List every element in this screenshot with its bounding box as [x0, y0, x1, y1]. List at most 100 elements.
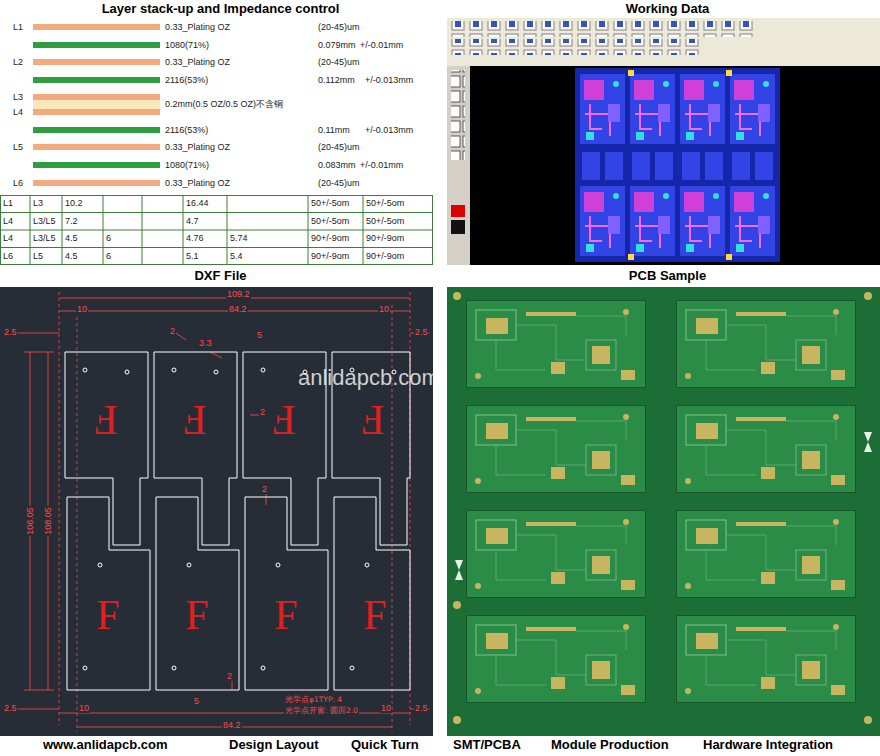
fiducial [864, 716, 872, 724]
table-text: +/-0.013mm [365, 125, 413, 135]
dimension-label: 10 [78, 703, 90, 713]
board-image [580, 74, 625, 144]
note-text: 光学点φ1TYP: 4 [284, 696, 343, 705]
table-text: 90+/-9om [311, 233, 349, 243]
dimension-label: 5 [256, 330, 263, 340]
table-text: 4.76 [186, 233, 204, 243]
dimension-label: 2.5 [3, 327, 18, 337]
hole [83, 666, 87, 670]
table-text: 5.74 [230, 233, 248, 243]
table-text: 0.079mm [318, 40, 356, 50]
hole [172, 368, 176, 372]
copper-layer [33, 180, 160, 186]
side-icons [451, 70, 465, 160]
pcb-board [467, 616, 646, 703]
hole [350, 666, 354, 670]
table-text: 90+/-9om [366, 251, 404, 261]
dimension-label: 109.2 [226, 289, 251, 299]
dimension-lines [5, 292, 430, 732]
dimension-label: 84.2 [222, 720, 242, 730]
dimension-line [5, 298, 430, 727]
panel-frame [575, 68, 780, 262]
fiducial [453, 292, 461, 300]
side-toolbar [447, 66, 470, 265]
hole [125, 370, 129, 374]
dimension-label: 2.5 [414, 703, 429, 713]
table-text: 0.33_Plating OZ [165, 142, 230, 152]
table-text: 4.5 [65, 233, 78, 243]
board-image [630, 74, 675, 144]
hole [276, 563, 280, 567]
extension-line [59, 292, 410, 732]
dimension-label: 2 [169, 326, 176, 336]
table-text: 1080(71%) [165, 40, 209, 50]
board-outline [156, 497, 239, 690]
watermark: anlidapcb.com [298, 365, 440, 390]
pcb-board [467, 301, 646, 388]
hole [187, 563, 191, 567]
table-text: 5.1 [186, 251, 199, 261]
board-mark: F [363, 594, 386, 636]
dimension-label: 10 [378, 304, 390, 314]
dimension-label: 10 [380, 703, 392, 713]
impedance-table-grid [0, 195, 433, 265]
footer-label: Design Layout [229, 738, 319, 753]
hole [83, 368, 87, 372]
board-outline [334, 497, 410, 690]
board-part [655, 152, 673, 180]
board-part [732, 152, 750, 180]
footer-label: SMT/PCBA [453, 738, 521, 753]
dimension-label: 3.3 [198, 338, 213, 348]
board-mark: F [94, 399, 117, 441]
table-text: 50+/-5om [311, 216, 349, 226]
table-text: 5.4 [230, 251, 243, 261]
panel: PCB Sample [447, 267, 880, 736]
board-mark: F [96, 594, 119, 636]
table-text: 7.2 [65, 216, 78, 226]
board-image [730, 186, 775, 256]
fiducial [726, 254, 732, 260]
panel-heading: DXF File [0, 267, 441, 284]
board-mark: F [185, 594, 208, 636]
table-text: L4 [3, 216, 13, 226]
copper-layer [33, 94, 160, 100]
table-text: L3/L5 [33, 216, 56, 226]
table-text: 50+/-5om [366, 216, 404, 226]
fiducial [453, 716, 461, 724]
panel: DXF File [0, 267, 441, 736]
table-text: 6 [106, 233, 111, 243]
core-layer [33, 100, 160, 109]
leader-line [176, 333, 266, 690]
dimension-label: 2 [226, 671, 233, 681]
board-outline [65, 352, 148, 545]
table-text: L4 [13, 107, 23, 117]
toolbar-icons [450, 21, 756, 37]
board-part [705, 152, 723, 180]
table-text: 4.5 [65, 251, 78, 261]
color-swatch [451, 220, 465, 234]
stackup-prepreg [33, 42, 160, 168]
panel-heading: Layer stack-up and Impedance control [0, 0, 441, 17]
stackup-copper [33, 24, 160, 186]
hole [98, 563, 102, 567]
board-part [755, 152, 773, 180]
table-text: 90+/-9om [366, 233, 404, 243]
table-text: 16.44 [186, 198, 209, 208]
prepreg-layer [33, 42, 160, 48]
table-text: 0.33_Plating OZ [165, 57, 230, 67]
hole [214, 370, 218, 374]
hole [172, 666, 176, 670]
board-image [580, 186, 625, 256]
table-text: 1080(71%) [165, 160, 209, 170]
board-mark: F [272, 399, 295, 441]
panel: Working Data [447, 0, 880, 266]
dimension-label: 2.5 [3, 703, 18, 713]
fiducial [628, 254, 634, 260]
table-text: (20-45)um [318, 142, 360, 152]
panel-heading: Working Data [447, 0, 880, 17]
table-text: (20-45)um [318, 57, 360, 67]
board-outline [67, 497, 150, 690]
board-strip [582, 152, 773, 180]
table-text: 0.11mm [318, 125, 350, 135]
hole [261, 368, 265, 372]
